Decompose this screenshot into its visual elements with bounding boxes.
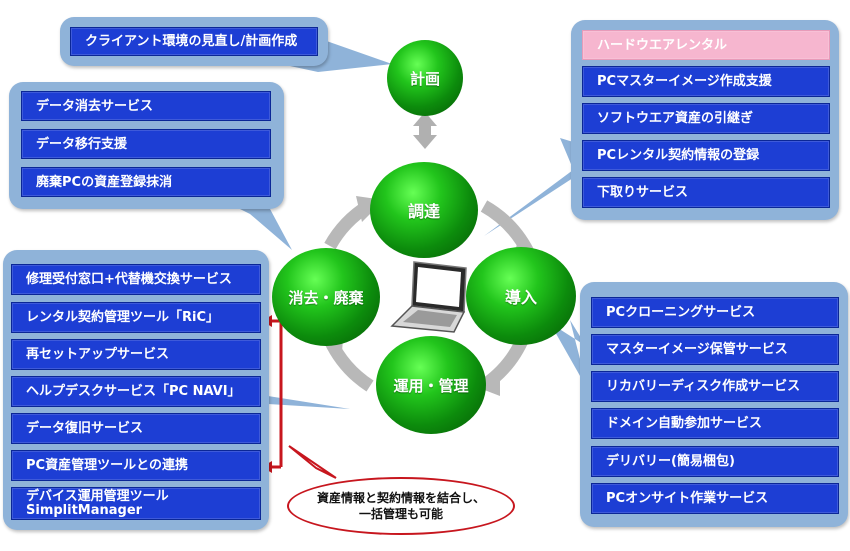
service-asset-deregistration: 廃棄PCの資産登録抹消 <box>21 167 271 197</box>
service-master-image-storage: マスターイメージ保管サービス <box>591 334 839 365</box>
service-asset-tool-integration: PC資産管理ツールとの連携 <box>11 450 261 481</box>
integration-note: 資産情報と契約情報を結合し、 一括管理も可能 <box>287 477 515 535</box>
callout-tail-right-lower <box>550 320 588 390</box>
service-data-erasure: データ消去サービス <box>21 91 271 121</box>
node-chotatsu: 調達 <box>370 162 478 258</box>
arrowhead-2 <box>474 370 500 396</box>
simplit-line-1: デバイス運用管理ツール <box>26 488 169 504</box>
simplit-line-2: SimplitManager <box>26 502 143 518</box>
node-keikaku: 計画 <box>387 40 463 116</box>
double-arrow-plan-procure <box>413 112 437 149</box>
service-simplit-manager: デバイス運用管理ツール SimplitManager <box>11 487 261 520</box>
service-repair-desk: 修理受付窓口+代替機交換サービス <box>11 264 261 295</box>
callout-tail-left-lower <box>268 396 350 410</box>
service-master-image-support: PCマスターイメージ作成支援 <box>582 66 830 97</box>
service-data-migration: データ移行支援 <box>21 129 271 159</box>
note-line-2: 一括管理も可能 <box>358 507 443 521</box>
service-data-recovery: データ復旧サービス <box>11 413 261 444</box>
service-ric-tool: レンタル契約管理ツール「RiC」 <box>11 302 261 333</box>
cycle-arrow-unyo-to-shokyo <box>324 337 374 392</box>
note-line-1: 資産情報と契約情報を結合し、 <box>316 491 485 505</box>
node-donyu: 導入 <box>466 247 576 345</box>
service-software-asset-transfer: ソフトウエア資産の引継ぎ <box>582 103 830 134</box>
service-onsite: PCオンサイト作業サービス <box>591 483 839 514</box>
service-trade-in: 下取りサービス <box>582 177 830 208</box>
service-delivery: デリバリー(簡易梱包) <box>591 446 839 477</box>
service-pc-cloning: PCクローニングサービス <box>591 297 839 328</box>
service-hardware-rental: ハードウエアレンタル <box>582 30 830 60</box>
service-recovery-disk: リカバリーディスク作成サービス <box>591 371 839 402</box>
service-client-env-review: クライアント環境の見直し/計画作成 <box>70 27 318 56</box>
service-resetup: 再セットアップサービス <box>11 339 261 370</box>
node-shokyo: 消去・廃棄 <box>272 248 380 346</box>
note-pointer <box>288 445 337 479</box>
node-unyo: 運用・管理 <box>376 336 486 434</box>
bracket-connector <box>268 319 283 469</box>
service-domain-join: ドメイン自動参加サービス <box>591 408 839 439</box>
laptop-icon <box>390 261 467 333</box>
service-helpdesk-pc-navi: ヘルプデスクサービス「PC NAVI」 <box>11 376 261 407</box>
service-rental-contract-registration: PCレンタル契約情報の登録 <box>582 140 830 171</box>
